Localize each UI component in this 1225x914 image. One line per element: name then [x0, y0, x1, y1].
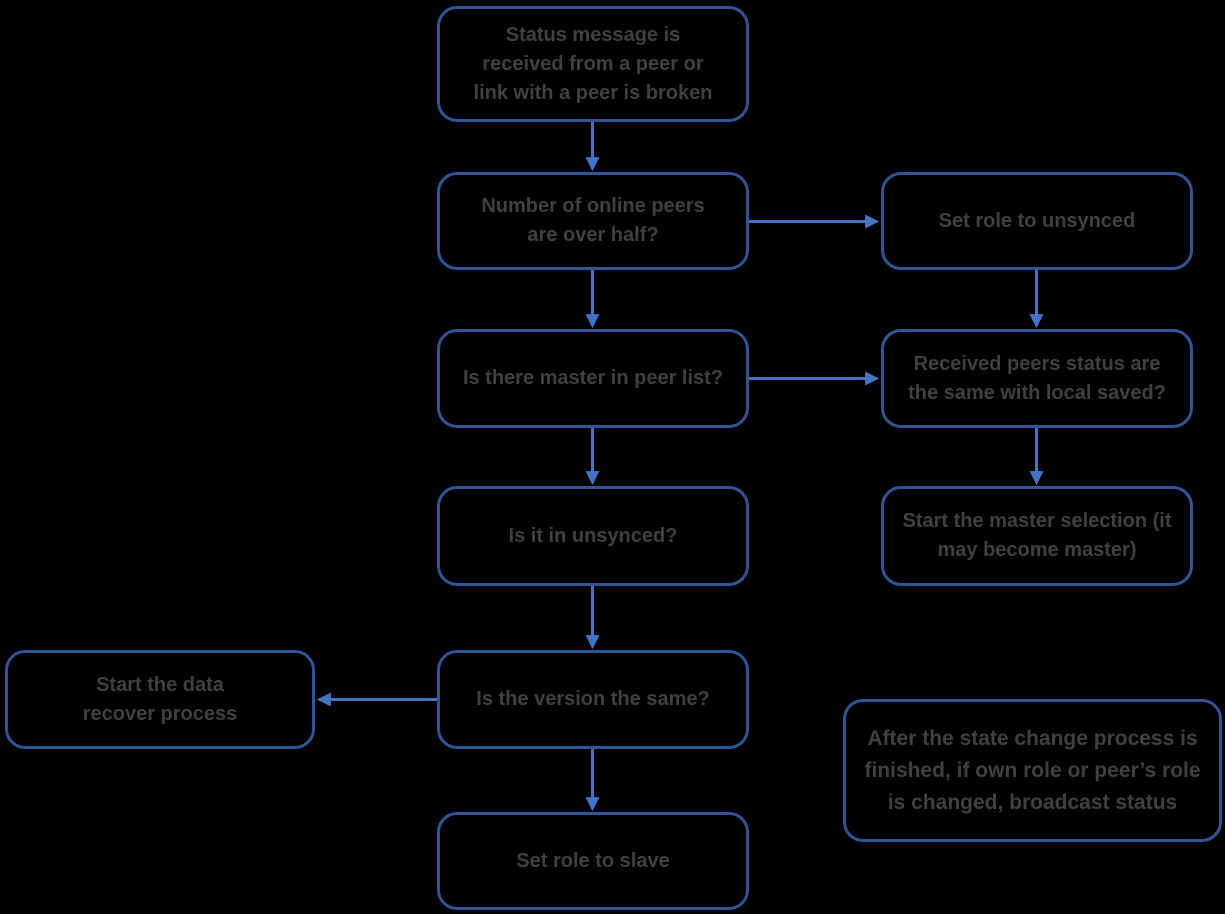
node-label: Is the version the same?: [476, 688, 710, 710]
node-master-in-peer-list: Is there master in peer list?: [437, 329, 749, 428]
node-data-recover: Start the data recover process: [5, 650, 315, 749]
node-start-master-selection: Start the master selection (it may becom…: [881, 486, 1193, 586]
node-peers-over-half: Number of online peers are over half?: [437, 172, 749, 270]
node-label: Start the data recover process: [82, 673, 238, 725]
node-label: Is it in unsynced?: [508, 524, 678, 547]
node-label: Status message is received from a peer o…: [473, 23, 713, 104]
node-label: Start the master selection (it may becom…: [902, 510, 1172, 561]
node-label: After the state change process is finish…: [864, 726, 1201, 814]
node-received-status-same: Received peers status are the same with …: [881, 329, 1193, 428]
node-broadcast-note: After the state change process is finish…: [843, 699, 1222, 842]
node-label: Number of online peers are over half?: [481, 195, 705, 246]
node-label: Is there master in peer list?: [462, 367, 724, 389]
node-in-unsynced: Is it in unsynced?: [437, 486, 749, 586]
node-label: Set role to unsynced: [938, 209, 1136, 232]
node-set-role-slave: Set role to slave: [437, 812, 749, 910]
node-status-received: Status message is received from a peer o…: [437, 6, 749, 122]
node-label: Set role to slave: [516, 849, 670, 872]
node-label: Received peers status are the same with …: [908, 352, 1166, 404]
node-version-same: Is the version the same?: [437, 650, 749, 749]
node-set-role-unsynced: Set role to unsynced: [881, 172, 1193, 270]
